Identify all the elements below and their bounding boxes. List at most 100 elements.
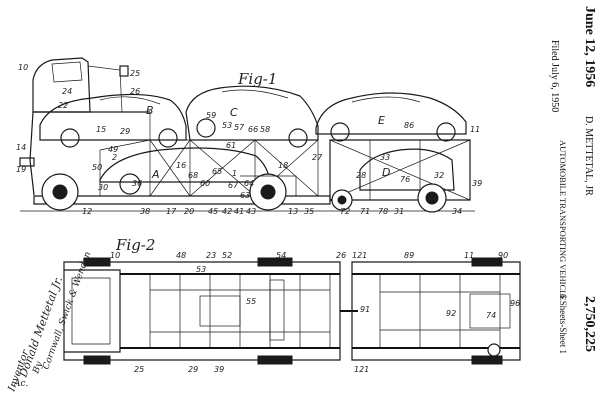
fig1-label: Fig-1 <box>237 70 277 88</box>
exhaust-stack <box>119 65 129 77</box>
car-e-wheel-front <box>330 122 350 142</box>
sheet-count: 6 Sheets-Sheet 1 <box>558 294 568 354</box>
spare-wheel <box>487 343 501 357</box>
car-b-roof <box>99 96 161 105</box>
car-b-upper <box>39 93 187 141</box>
ref2-121b: 121 <box>354 365 369 374</box>
car-e-roof <box>351 96 421 103</box>
fig2-label: Fig-2 <box>115 236 155 254</box>
trailer-bracing <box>329 139 471 201</box>
ref2-53: 53 <box>196 265 206 274</box>
car-e-trailer-top <box>315 92 467 135</box>
ref-12: 12 <box>82 207 92 216</box>
ref2-26: 26 <box>336 251 346 260</box>
ref2-89: 89 <box>404 251 414 260</box>
ref2-90: 90 <box>498 251 508 260</box>
ref-61: 61 <box>226 141 236 150</box>
ref-29: 29 <box>120 127 130 136</box>
rear-wheel-plan-bottom <box>257 355 293 365</box>
ref-15: 15 <box>96 125 106 134</box>
ref2-10: 10 <box>110 251 120 260</box>
ref-18: 18 <box>278 161 288 170</box>
ref2-92: 92 <box>446 309 456 318</box>
ref-14: 14 <box>16 143 26 152</box>
car-d-trailer-lower <box>359 148 455 191</box>
tractor-front-hub <box>52 184 68 200</box>
by-label: By <box>31 360 45 376</box>
ref-49: 49 <box>108 145 118 154</box>
fig1-reference-numerals: 10 25 24 26 22 B C 15 29 59 53 57 66 58 … <box>16 63 482 216</box>
patent-number: 2,750,225 <box>582 296 597 352</box>
ref2-25: 25 <box>134 365 144 374</box>
front-bracing <box>99 139 151 196</box>
patent-date: June 12, 1956 <box>582 6 597 87</box>
ref-13: 13 <box>288 207 298 216</box>
rear-fender <box>240 175 297 196</box>
label-a: A <box>151 168 160 181</box>
ref-72: 72 <box>340 207 350 216</box>
ref-34: 34 <box>452 207 462 216</box>
ref2-55: 55 <box>246 297 256 306</box>
ref-66: 66 <box>248 125 258 134</box>
ref2-48: 48 <box>176 251 186 260</box>
front-wheel-plan-top <box>83 257 111 267</box>
ref-27: 27 <box>312 153 323 162</box>
ref-45: 45 <box>208 207 218 216</box>
car-c-upper <box>185 85 319 141</box>
ref2-54: 54 <box>276 251 286 260</box>
corner-mark: Ac. <box>13 379 29 389</box>
ref-58: 58 <box>260 125 270 134</box>
ref-68: 68 <box>188 171 198 180</box>
ref-50: 50 <box>92 163 102 172</box>
cab-window <box>51 61 83 83</box>
ref-65: 65 <box>212 167 222 176</box>
ref2-52: 52 <box>222 251 232 260</box>
front-bumper <box>19 157 35 167</box>
lattice-bracing <box>149 139 319 197</box>
ref-32: 32 <box>434 171 444 180</box>
car-c-wheel-front <box>196 118 216 138</box>
ref2-11: 11 <box>464 251 474 260</box>
ref2-91: 91 <box>360 305 370 314</box>
fig2-reference-numerals: 10 48 23 52 54 26 121 89 11 90 53 55 91 … <box>110 251 520 374</box>
car-c-wheel-rear <box>288 128 308 148</box>
car-a-wheel-front <box>119 173 141 195</box>
ref-25: 25 <box>130 69 140 78</box>
label-d: D <box>382 166 390 179</box>
ref-86: 86 <box>404 121 414 130</box>
ref-64: 64 <box>244 179 254 188</box>
ref2-74: 74 <box>486 311 496 320</box>
ref-16: 16 <box>176 161 186 170</box>
ref-41: 41 <box>234 207 244 216</box>
ref-26: 26 <box>130 87 140 96</box>
ref-60: 60 <box>200 179 210 188</box>
tractor-rear-hub <box>260 184 276 200</box>
trailer-cross-members <box>379 274 501 348</box>
ref-59: 59 <box>206 111 216 120</box>
ref-57: 57 <box>234 123 245 132</box>
inner-rails <box>150 289 330 333</box>
ref-38: 38 <box>140 207 150 216</box>
trailer-rear-hub <box>425 191 439 205</box>
ref2-121: 121 <box>352 251 367 260</box>
by-group: By <box>31 360 45 376</box>
label-b: B <box>146 104 154 117</box>
patent-title: AUTOMOBILE TRANSPORTING VEHICLE <box>558 140 568 301</box>
ref-20: 20 <box>184 207 194 216</box>
tractor-cab <box>32 57 91 113</box>
rear-wheel-plan-top <box>257 257 293 267</box>
car-b-wheel-front <box>60 128 80 148</box>
ref-10: 10 <box>18 63 28 72</box>
fig2-plan-view: Fig-2 10 48 23 52 <box>63 236 521 374</box>
car-b-wheel-rear <box>158 128 178 148</box>
ref-67: 67 <box>228 181 239 190</box>
ref-24: 24 <box>62 87 72 96</box>
ref-35: 35 <box>304 207 314 216</box>
ref-11: 11 <box>470 125 480 134</box>
ref-22: 22 <box>58 101 68 110</box>
cab-roof-plan <box>71 277 111 345</box>
trailer-rear-box <box>469 293 511 329</box>
tractor-plan-outline <box>63 261 341 361</box>
